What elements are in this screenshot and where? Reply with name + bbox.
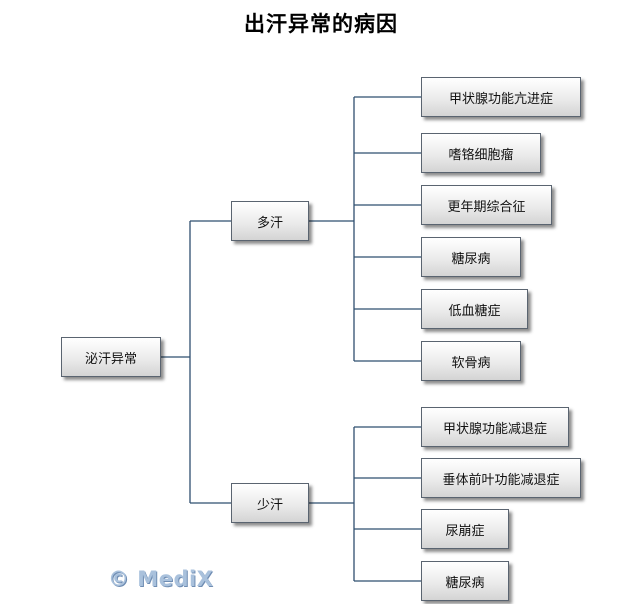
branch-node-shaohan: 少汗 [231, 483, 309, 523]
cause-node-diabetes-insipidus: 尿崩症 [421, 509, 509, 549]
cause-node-hyperthyroidism: 甲状腺功能亢进症 [421, 77, 581, 117]
cause-node-hypothyroidism: 甲状腺功能减退症 [421, 407, 569, 447]
cause-node-hypopituitarism: 垂体前叶功能减退症 [421, 458, 581, 498]
cause-node-pheochromocytoma: 嗜铬细胞瘤 [421, 133, 541, 173]
diagram-title: 出汗异常的病因 [244, 11, 398, 36]
root-node: 泌汗异常 [61, 337, 161, 377]
branch-node-duohan: 多汗 [231, 201, 309, 241]
cause-node-diabetes-2: 糖尿病 [421, 561, 509, 601]
cause-node-rickets: 软骨病 [421, 341, 521, 381]
medix-watermark: © MediX [108, 567, 214, 591]
cause-node-hypoglycemia: 低血糖症 [421, 289, 528, 329]
cause-node-diabetes: 糖尿病 [421, 237, 521, 277]
cause-node-menopause-syndrome: 更年期综合征 [421, 185, 552, 225]
